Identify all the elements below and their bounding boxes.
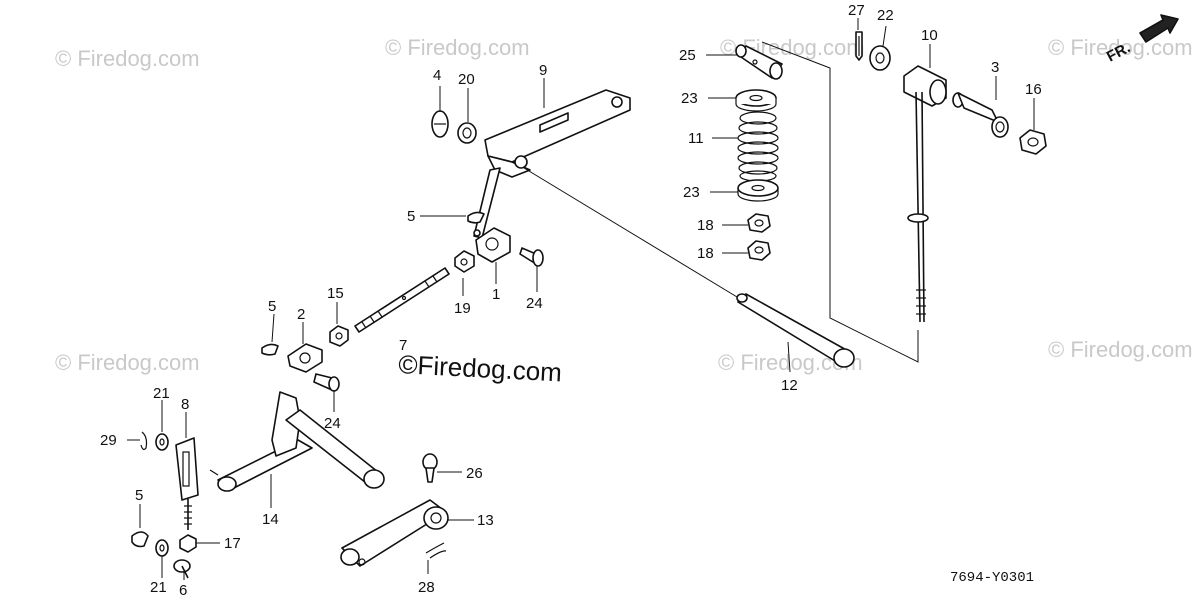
clip-part-5-lower (131, 531, 149, 548)
nut-part-16 (1019, 129, 1047, 155)
callout-5: 5 (268, 298, 276, 315)
seat-part-23-upper (735, 89, 777, 112)
leader-lines (127, 18, 1035, 580)
callout-21: 21 (150, 579, 167, 596)
callout-5: 5 (135, 487, 143, 504)
callout-29: 29 (100, 432, 117, 449)
callout-25: 25 (679, 47, 696, 64)
callout-23: 23 (681, 90, 698, 107)
callout-17: 17 (224, 535, 241, 552)
clip-part-28 (425, 542, 447, 559)
clip-part-4 (431, 110, 449, 138)
callout-18: 18 (697, 217, 714, 234)
callout-7: 7 (399, 337, 407, 354)
washer-part-20 (457, 122, 477, 144)
pin-part-12 (736, 293, 855, 368)
clip-part-29 (140, 431, 148, 451)
callout-10: 10 (921, 27, 938, 44)
watermark-text: © Firedog.com (1048, 337, 1193, 362)
center-watermark: ©Firedog.com (398, 349, 563, 388)
callout-26: 26 (466, 465, 483, 482)
watermarks: © Firedog.com © Firedog.com © Firedog.co… (55, 35, 1193, 388)
assembly-line (523, 167, 743, 301)
washer-part-22 (869, 45, 891, 71)
callout-4: 4 (433, 67, 441, 84)
callout-22: 22 (877, 7, 894, 24)
callout-13: 13 (477, 512, 494, 529)
pin-part-6 (173, 559, 191, 579)
watermark-text: © Firedog.com (1048, 35, 1193, 60)
callout-19: 19 (454, 300, 471, 317)
callout-15: 15 (327, 285, 344, 302)
callout-18: 18 (697, 245, 714, 262)
joint-part-2 (287, 343, 323, 373)
callout-8: 8 (181, 396, 189, 413)
bracket-part-9 (473, 89, 631, 239)
callout-27: 27 (848, 2, 865, 19)
clip-part-5-upper (467, 211, 485, 224)
callout-24: 24 (526, 295, 543, 312)
pin-part-27 (855, 31, 863, 61)
callout-24: 24 (324, 415, 341, 432)
callout-1: 1 (492, 286, 500, 303)
washer-part-21-lower (155, 539, 169, 557)
rod-part-7 (354, 267, 450, 333)
pin-part-3 (952, 92, 1009, 138)
callout-28: 28 (418, 579, 435, 596)
callout-6: 6 (179, 582, 187, 599)
callout-9: 9 (539, 62, 547, 79)
callout-16: 16 (1025, 81, 1042, 98)
watermark-text: © Firedog.com (385, 35, 530, 60)
callout-21: 21 (153, 385, 170, 402)
pin-part-24-lower (313, 373, 340, 392)
spring-part-11 (737, 111, 779, 182)
arm-part-13 (340, 499, 449, 567)
callout-12: 12 (781, 377, 798, 394)
seat-part-23-lower (737, 179, 779, 202)
nut-part-17 (179, 534, 197, 553)
rod-part-8 (175, 437, 199, 530)
nut-part-18-lower (747, 240, 771, 261)
nut-part-15 (329, 325, 349, 347)
callout-11: 11 (688, 130, 704, 147)
rod-part-10 (903, 65, 947, 323)
watermark-text: © Firedog.com (55, 350, 200, 375)
nut-part-19 (454, 250, 475, 273)
clip-part-5-mid (261, 343, 279, 356)
pin-part-26 (422, 453, 438, 483)
callout-2: 2 (297, 306, 305, 323)
nut-part-18-upper (747, 213, 771, 233)
assembly-guide-lines (761, 41, 919, 363)
pin-part-25 (735, 44, 783, 80)
callout-5: 5 (407, 208, 415, 225)
watermark-text: © Firedog.com (55, 46, 200, 71)
callout-3: 3 (991, 59, 999, 76)
callout-23: 23 (683, 184, 700, 201)
drawing-code: 7694-Y0301 (950, 570, 1034, 586)
callout-20: 20 (458, 71, 475, 88)
lever-part-14 (209, 391, 385, 492)
joint-part-1 (475, 227, 511, 263)
washer-part-21-upper (155, 433, 169, 451)
pin-part-24-upper (519, 247, 544, 267)
callout-labels: 4 20 9 5 15 19 1 24 5 2 7 24 21 8 29 14 … (100, 2, 1042, 599)
callout-14: 14 (262, 511, 279, 528)
